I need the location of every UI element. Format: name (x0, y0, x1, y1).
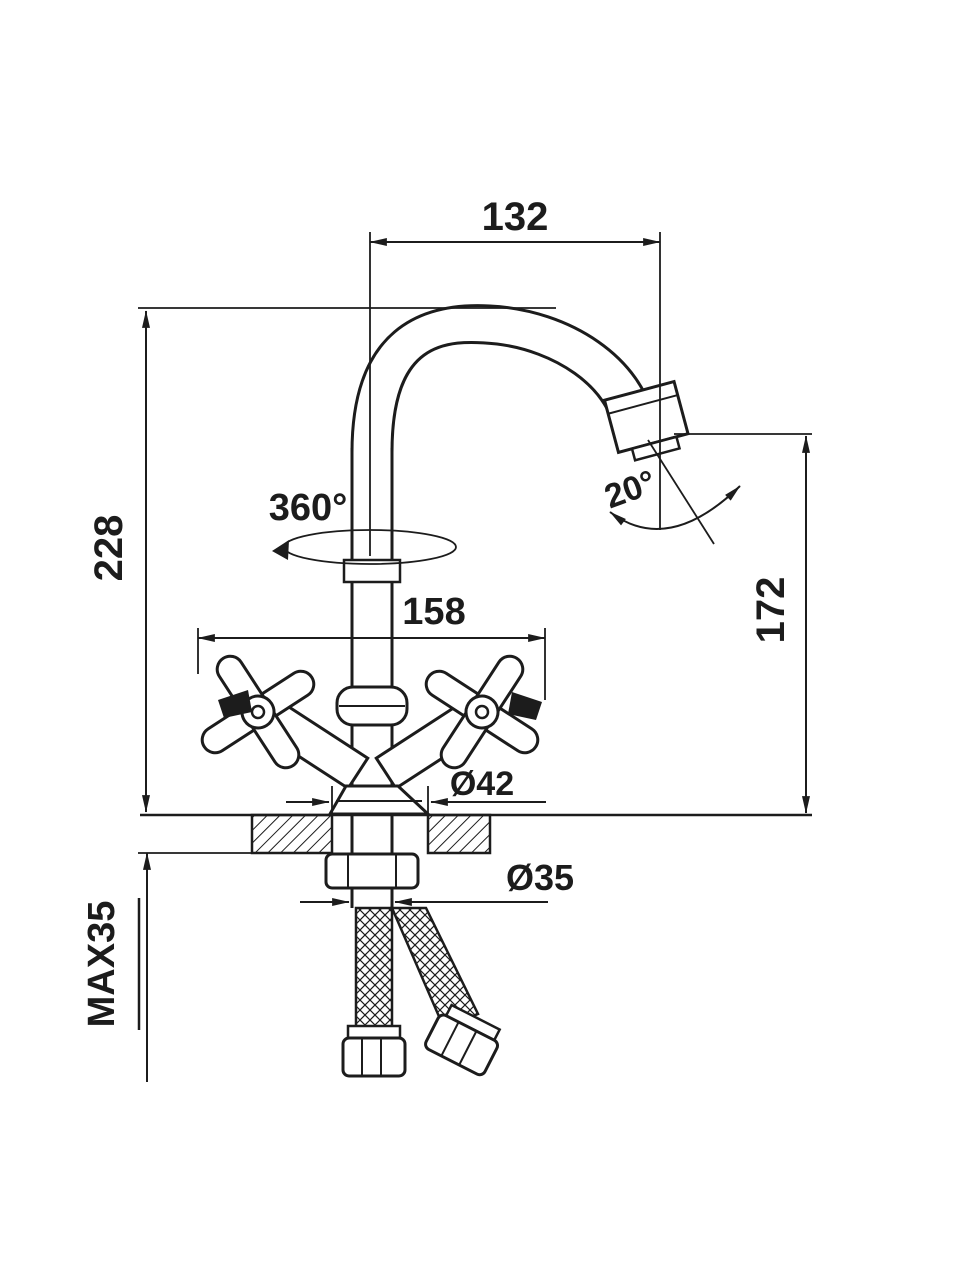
dim-label-spout-height: 172 (749, 577, 793, 644)
right-handle-shadow (508, 692, 542, 720)
left-hose-collar (346, 1024, 402, 1040)
angle-arc-20 (609, 485, 741, 530)
counter-section-right (426, 813, 492, 855)
pipe-collar (342, 558, 402, 584)
dim-label-spout-angle: 20° (600, 463, 661, 516)
spout-aerator (602, 379, 690, 462)
swivel-arrow (272, 540, 289, 560)
left-supply-hose (354, 906, 394, 1030)
left-handle-shadow (218, 690, 252, 718)
right-hose-nut (424, 1003, 502, 1077)
left-hose-nut (341, 1036, 407, 1078)
dimension-annotations: 132 228 360° 20° 158 172 Ø42 Ø35 (81, 195, 812, 1082)
dim-label-hole-diameter: Ø35 (506, 857, 574, 898)
countertop (138, 813, 812, 855)
right-supply-hose (390, 906, 480, 1030)
faucet-outline (200, 304, 690, 1078)
dim-label-base-diameter: Ø42 (450, 765, 514, 803)
dim-label-overall-height: 228 (87, 515, 131, 582)
left-cross-handle (200, 654, 316, 770)
dim-label-handle-span: 158 (402, 591, 465, 633)
mounting-nut (324, 852, 420, 890)
dim-label-max-thickness: MAX35 (81, 901, 123, 1028)
dim-label-spout-reach: 132 (482, 195, 549, 239)
counter-section-left (250, 813, 334, 855)
spout-outer-curve (350, 304, 657, 453)
spout-inner-curve (390, 340, 617, 453)
right-cross-handle (424, 654, 540, 770)
dim-label-swivel: 360° (269, 487, 348, 529)
